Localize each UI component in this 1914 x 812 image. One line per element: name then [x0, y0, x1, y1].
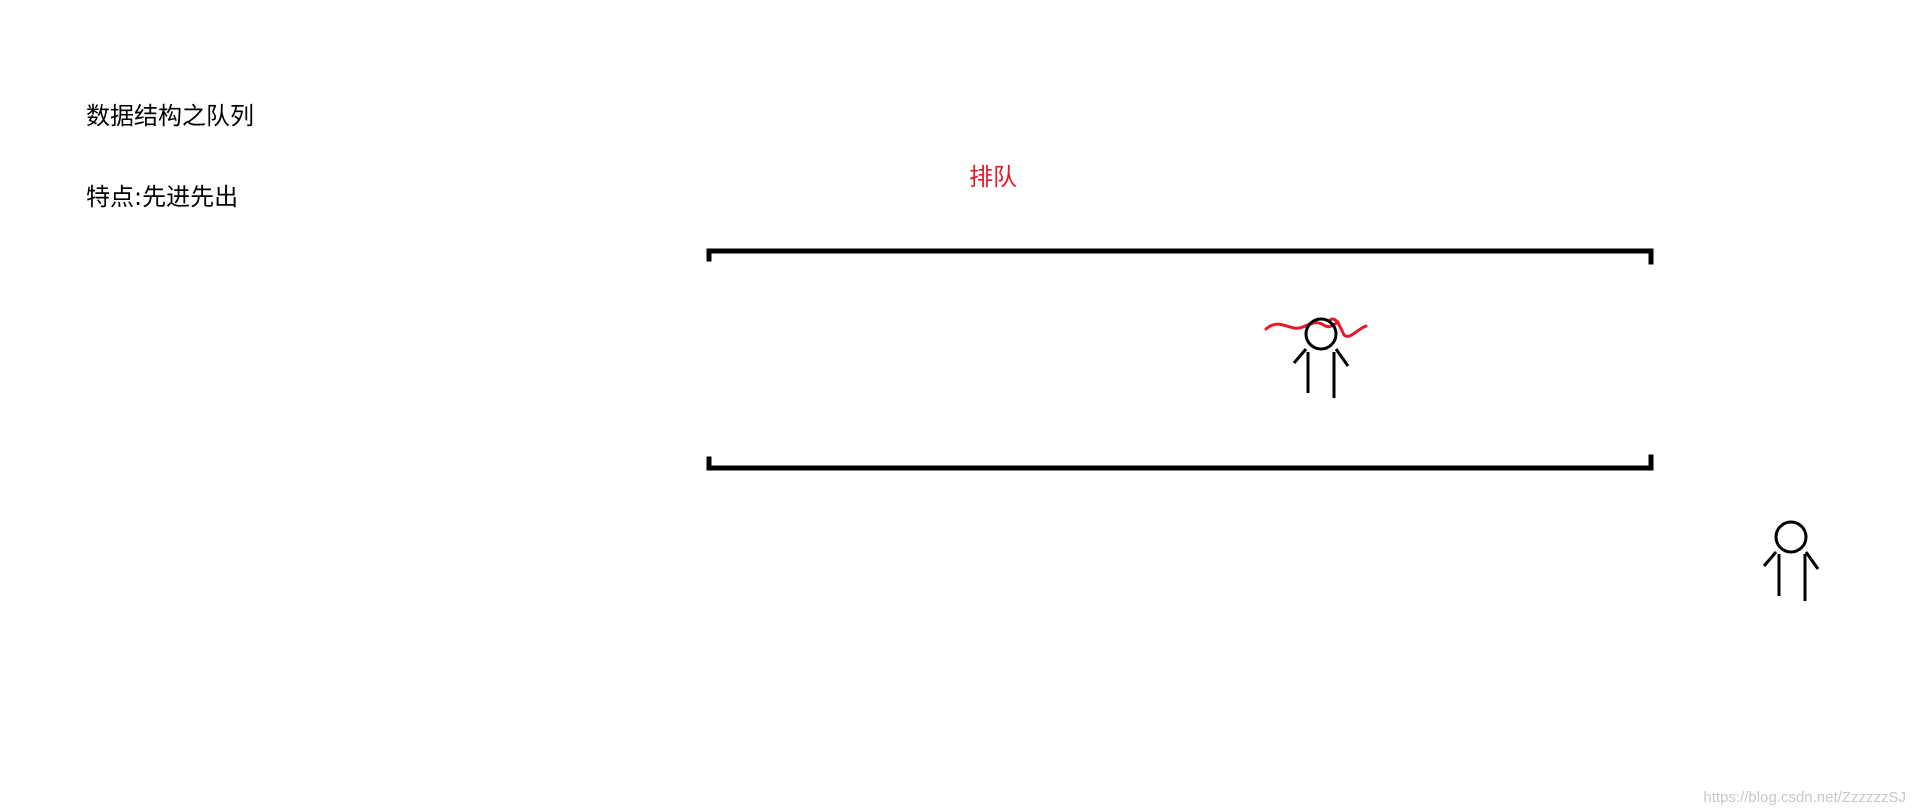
watermark: https://blog.csdn.net/ZzzzzzSJ [1703, 789, 1906, 806]
person-head [1774, 520, 1808, 554]
person-waiting [1762, 520, 1820, 601]
person-head [1304, 317, 1338, 351]
queue-bottom-rail [706, 454, 1654, 471]
feature-text: 特点:先进先出 [86, 183, 239, 211]
queue-top-rail [706, 248, 1654, 265]
queue-label: 排队 [969, 163, 1017, 191]
person-left-arm [1762, 551, 1778, 567]
person-right-arm [1804, 551, 1820, 570]
person-right-arm [1334, 348, 1350, 367]
person-in-queue [1264, 317, 1368, 398]
diagram-title: 数据结构之队列 [86, 102, 254, 130]
person-left-arm [1292, 348, 1308, 364]
hair-squiggle [1264, 317, 1368, 338]
